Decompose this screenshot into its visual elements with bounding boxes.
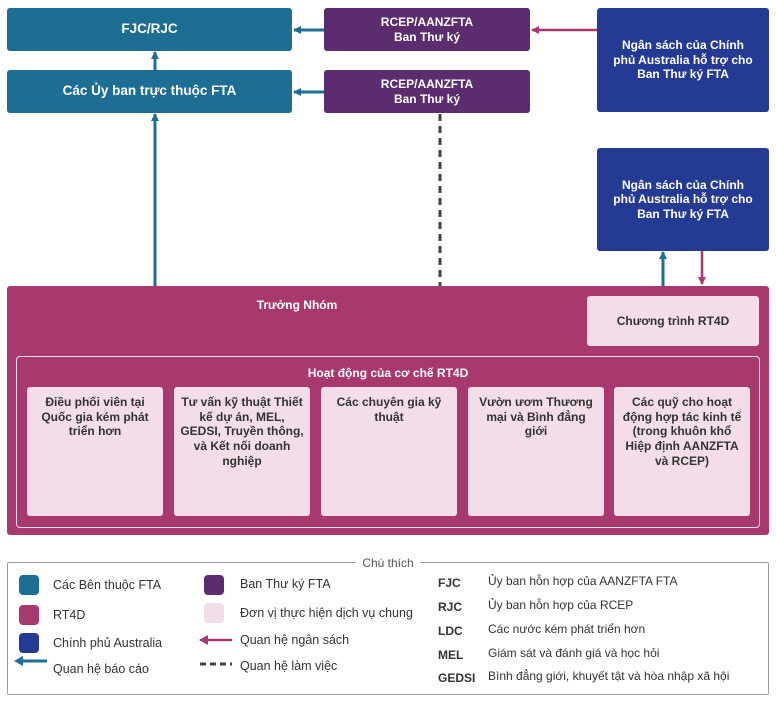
legend-label-rt4d: RT4D xyxy=(53,608,86,622)
fta-committees-box: Các Ủy ban trực thuộc FTA xyxy=(7,70,292,113)
legend-label-budget: Quan hệ ngân sách xyxy=(240,633,350,647)
legend-swatch-fta-parties xyxy=(19,575,39,595)
legend-swatch-rt4d xyxy=(19,605,39,625)
legend-budget-arrow-icon xyxy=(199,635,232,645)
legend-label-reporting: Quan hệ báo cáo xyxy=(53,662,149,676)
fjc-rjc-box: FJC/RJC xyxy=(7,8,292,51)
legend-title: Chú thích xyxy=(8,554,768,572)
secretariat-box-1: RCEP/AANZFTA Ban Thư ký xyxy=(324,8,530,51)
australian-budget-box-1: Ngân sách của Chính phủ Australia hỗ trợ… xyxy=(597,8,769,112)
legend-working-dashed-icon xyxy=(200,662,232,666)
abbr-fjc-desc: Ủy ban hỗn hợp của AANZFTA FTA xyxy=(488,574,678,588)
abbr-fjc: FJC xyxy=(438,576,461,590)
legend-reporting-arrow-icon xyxy=(14,656,47,666)
abbr-ldc-desc: Các nước kém phát triển hơn xyxy=(488,622,646,636)
secretariat-1-line2: Ban Thư ký xyxy=(393,29,461,44)
legend-label-shared-service: Đơn vị thực hiện dịch vụ chung xyxy=(240,606,413,620)
legend-label-australian-government: Chính phủ Australia xyxy=(53,636,163,650)
secretariat-2-line1: RCEP/AANZFTA xyxy=(380,76,474,91)
legend-label-fta-parties: Các Bên thuộc FTA xyxy=(53,578,162,592)
rt4d-program-box: Chương trình RT4D xyxy=(587,296,759,346)
abbr-ldc: LDC xyxy=(438,624,463,638)
legend: Chú thích Các Bên thuộc FTA RT4D Chính p… xyxy=(7,556,769,695)
australian-budget-box-2: Ngân sách của Chính phủ Australia hỗ trợ… xyxy=(597,148,769,251)
legend-swatch-australian-government xyxy=(19,633,39,653)
legend-swatch-shared-service xyxy=(204,603,224,623)
rt4d-team-lead-container: Trưởng Nhóm Chương trình RT4D Hoạt động … xyxy=(7,286,769,535)
legend-label-working: Quan hệ làm việc xyxy=(240,659,338,673)
activity-economic-cooperation-funds: Các quỹ cho hoạt động hợp tác kinh tế (t… xyxy=(614,387,750,516)
abbr-rjc: RJC xyxy=(438,600,463,614)
team-lead-label: Trưởng Nhóm xyxy=(256,298,338,312)
abbr-gedsi-desc: Bình đẳng giới, khuyết tật và hòa nhập x… xyxy=(488,669,730,683)
secretariat-1-line1: RCEP/AANZFTA xyxy=(380,14,474,29)
secretariat-2-line2: Ban Thư ký xyxy=(393,91,461,106)
secretariat-box-2: RCEP/AANZFTA Ban Thư ký xyxy=(324,70,530,113)
activity-ldc-coordinator: Điều phối viên tại Quốc gia kém phát tri… xyxy=(27,387,163,516)
rt4d-activities-panel: Hoạt động của cơ chế RT4D Điều phối viên… xyxy=(16,356,760,528)
abbr-gedsi: GEDSI xyxy=(438,671,476,685)
activity-technical-advisory: Tư vấn kỹ thuật Thiết kế dự án, MEL, GED… xyxy=(174,387,310,516)
abbr-mel-desc: Giám sát và đánh giá và học hỏi xyxy=(488,646,660,660)
legend-swatch-fta-secretariat xyxy=(204,575,224,595)
activity-technical-experts: Các chuyên gia kỹ thuật xyxy=(321,387,457,516)
abbr-mel: MEL xyxy=(438,648,464,662)
legend-label-fta-secretariat: Ban Thư ký FTA xyxy=(240,577,331,591)
activity-trade-gender-incubator: Vườn ươm Thương mại và Bình đẳng giới xyxy=(468,387,604,516)
abbr-rjc-desc: Ủy ban hỗn hợp của RCEP xyxy=(488,598,634,612)
activities-title: Hoạt động của cơ chế RT4D xyxy=(307,366,469,380)
